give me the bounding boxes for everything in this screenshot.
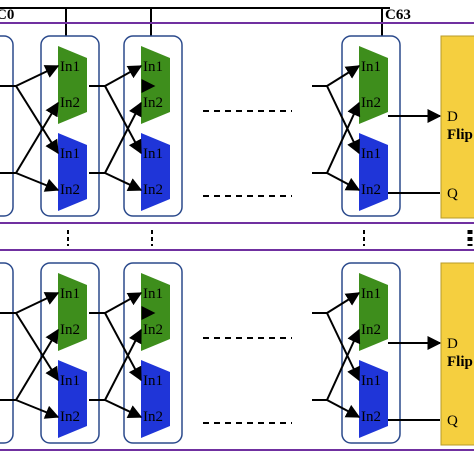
- mux-icon: [359, 133, 388, 211]
- mux-input-in1: In1: [143, 59, 163, 75]
- mux-input-in2: In2: [143, 409, 163, 425]
- mux-icon: [58, 46, 87, 124]
- wire-arrow: [326, 292, 361, 314]
- delay-row-2: In1In2In1In2In1In2In1In2In1In2In1In2DFli…: [0, 249, 474, 451]
- stage-box: [341, 262, 401, 444]
- wire-arrow: [326, 399, 361, 418]
- mux-input-in1: In1: [143, 146, 163, 162]
- mux-icon: [141, 273, 170, 351]
- mux-input-in1: In1: [361, 286, 381, 302]
- mux-icon: [141, 133, 170, 211]
- wire-arrow: [104, 65, 143, 87]
- mux-input-in1: In1: [60, 146, 80, 162]
- flipflop-block: [440, 262, 474, 446]
- mux-input-in1: In1: [361, 59, 381, 75]
- mux-input-in2: In2: [361, 409, 381, 425]
- wire-arrow: [326, 312, 360, 382]
- flipflop-q-label: Q: [447, 413, 458, 429]
- mux-input-in1: In1: [60, 286, 80, 302]
- wire-arrow: [326, 85, 360, 155]
- mux-input-in2: In2: [361, 322, 381, 338]
- mux-input-in1: In1: [60, 59, 80, 75]
- wire-arrow: [326, 101, 361, 174]
- wire-arrow: [15, 101, 59, 174]
- mux-input-in1: In1: [361, 373, 381, 389]
- wire-arrow: [104, 172, 143, 191]
- wire-arrow: [15, 65, 60, 87]
- flipflop-block: [440, 35, 474, 219]
- stage-box: [123, 35, 183, 217]
- mux-icon: [359, 273, 388, 351]
- mux-input-in2: In2: [60, 322, 80, 338]
- wire-arrow: [15, 399, 60, 419]
- mux-icon: [58, 360, 87, 438]
- mux-input-in2: In2: [60, 95, 80, 111]
- mux-input-in2: In2: [361, 95, 381, 111]
- wire-arrow: [326, 172, 361, 191]
- mux-input-in1: In1: [143, 286, 163, 302]
- wire-arrow: [326, 65, 361, 87]
- mux-input-in2: In2: [143, 322, 163, 338]
- wire-arrow: [104, 101, 142, 174]
- mux-icon: [58, 133, 87, 211]
- wire-arrow: [104, 328, 142, 401]
- stage-box: [123, 262, 183, 444]
- wire-arrow: [15, 312, 59, 382]
- stage-box-partial: [0, 262, 14, 444]
- mux-input-in2: In2: [143, 182, 163, 198]
- mux-icon: [359, 360, 388, 438]
- mux-icon: [58, 273, 87, 351]
- control-label-c0: C0: [0, 7, 14, 23]
- wire-arrow: [104, 312, 142, 382]
- control-label-c63: C63: [385, 7, 411, 23]
- mux-input-in2: In2: [143, 95, 163, 111]
- mux-input-in2: In2: [361, 182, 381, 198]
- flipflop-d-label: D: [447, 336, 458, 352]
- row-separator: [67, 230, 473, 246]
- stage-box: [341, 35, 401, 217]
- flipflop-title: Flip: [447, 127, 473, 143]
- wire-arrow: [326, 328, 361, 401]
- mux-icon: [359, 46, 388, 124]
- mux-icon: [141, 360, 170, 438]
- flipflop-d-label: D: [447, 109, 458, 125]
- stage-box-partial: [0, 35, 14, 217]
- flipflop-q-label: Q: [447, 186, 458, 202]
- mux-input-in1: In1: [143, 373, 163, 389]
- mux-input-in1: In1: [60, 373, 80, 389]
- wire-arrow: [104, 399, 143, 418]
- mux-input-in2: In2: [60, 182, 80, 198]
- mux-input-in2: In2: [60, 409, 80, 425]
- wire-arrow: [15, 292, 60, 314]
- wire-arrow: [104, 85, 142, 155]
- wire-arrow: [15, 172, 60, 192]
- mux-icon: [141, 46, 170, 124]
- mux-input-in1: In1: [361, 146, 381, 162]
- flipflop-title: Flip: [447, 354, 473, 370]
- wire-arrow: [104, 292, 143, 314]
- delay-row-1: In1In2In1In2In1In2In1In2In1In2In1In2DFli…: [0, 22, 474, 224]
- wire-arrow: [15, 328, 59, 401]
- wire-arrow: [15, 85, 59, 155]
